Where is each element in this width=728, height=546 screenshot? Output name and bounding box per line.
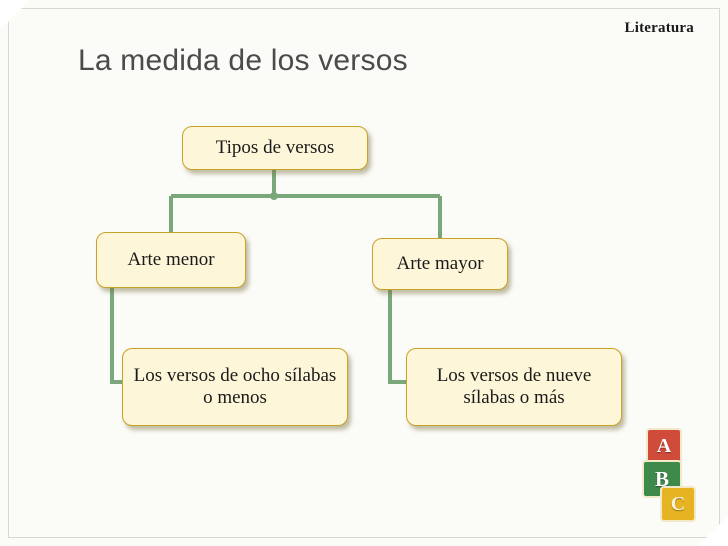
- node-arte-menor[interactable]: Arte menor: [96, 232, 246, 288]
- block-c: C: [660, 486, 696, 522]
- page-title: La medida de los versos: [78, 44, 408, 77]
- block-letter: C: [670, 492, 686, 515]
- node-label: Arte mayor: [396, 252, 484, 274]
- node-tipos-de-versos[interactable]: Tipos de versos: [182, 126, 368, 170]
- block-letter: A: [656, 434, 672, 457]
- abc-blocks-image: A B C: [632, 428, 714, 522]
- block-a: A: [646, 428, 682, 464]
- node-label: Arte menor: [127, 248, 215, 270]
- block-letter: B: [654, 466, 669, 491]
- header-label: Literatura: [624, 20, 694, 36]
- node-label: Tipos de versos: [215, 136, 335, 158]
- node-versos-ocho-silabas[interactable]: Los versos de ocho sílabas o menos: [122, 348, 348, 426]
- node-versos-nueve-silabas[interactable]: Los versos de nueve sílabas o más: [406, 348, 622, 426]
- node-label: Los versos de ocho sílabas o menos: [133, 364, 337, 408]
- node-arte-mayor[interactable]: Arte mayor: [372, 238, 508, 290]
- node-label: Los versos de nueve sílabas o más: [436, 364, 592, 408]
